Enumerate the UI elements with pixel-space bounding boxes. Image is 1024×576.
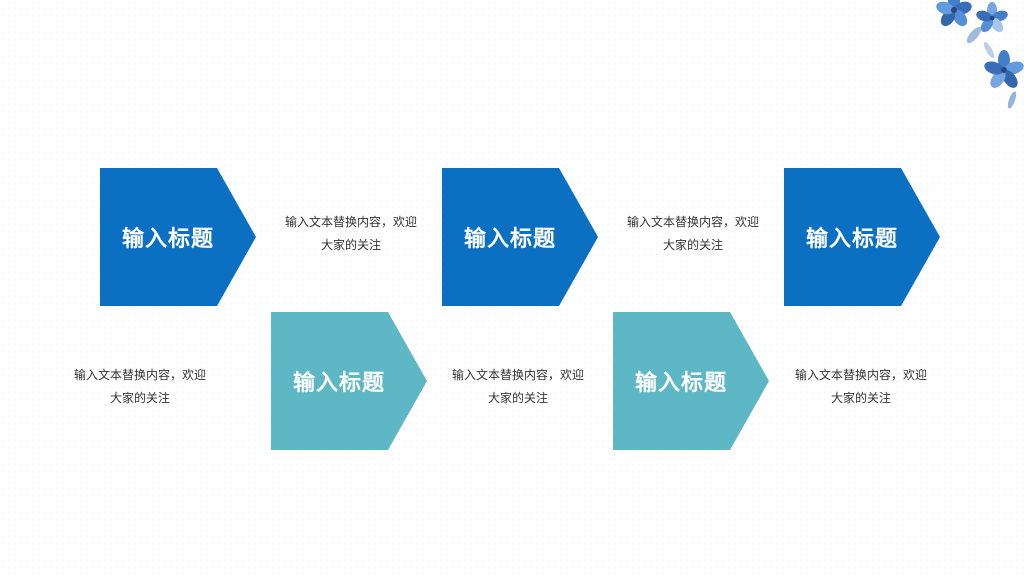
step-description: 输入文本替换内容，欢迎 大家的关注 [276, 211, 426, 257]
description-line: 输入文本替换内容，欢迎 [626, 215, 759, 229]
step-arrow-3: 输入标题 [442, 168, 598, 306]
description-line: 输入文本替换内容，欢迎 [794, 368, 927, 382]
blue-flower-icon [936, 0, 1024, 109]
step-arrow-1: 输入标题 [100, 168, 256, 306]
step-arrow-4: 输入标题 [613, 312, 769, 450]
step-title: 输入标题 [121, 227, 214, 252]
step-description: 输入文本替换内容，欢迎 大家的关注 [786, 364, 936, 410]
step-title: 输入标题 [292, 371, 385, 396]
step-title: 输入标题 [805, 227, 898, 252]
description-line: 大家的关注 [830, 391, 891, 405]
step-title: 输入标题 [634, 371, 727, 396]
description-line: 大家的关注 [320, 238, 381, 252]
step-description: 输入文本替换内容，欢迎 大家的关注 [618, 211, 768, 257]
step-description: 输入文本替换内容，欢迎 大家的关注 [443, 364, 593, 410]
description-line: 大家的关注 [662, 238, 723, 252]
step-arrow-2: 输入标题 [271, 312, 427, 450]
description-line: 输入文本替换内容，欢迎 [73, 368, 206, 382]
description-line: 输入文本替换内容，欢迎 [284, 215, 417, 229]
description-line: 大家的关注 [487, 391, 548, 405]
step-description: 输入文本替换内容，欢迎 大家的关注 [65, 364, 215, 410]
description-line: 输入文本替换内容，欢迎 [451, 368, 584, 382]
step-arrow-5: 输入标题 [784, 168, 940, 306]
description-line: 大家的关注 [109, 391, 170, 405]
step-title: 输入标题 [463, 227, 556, 252]
